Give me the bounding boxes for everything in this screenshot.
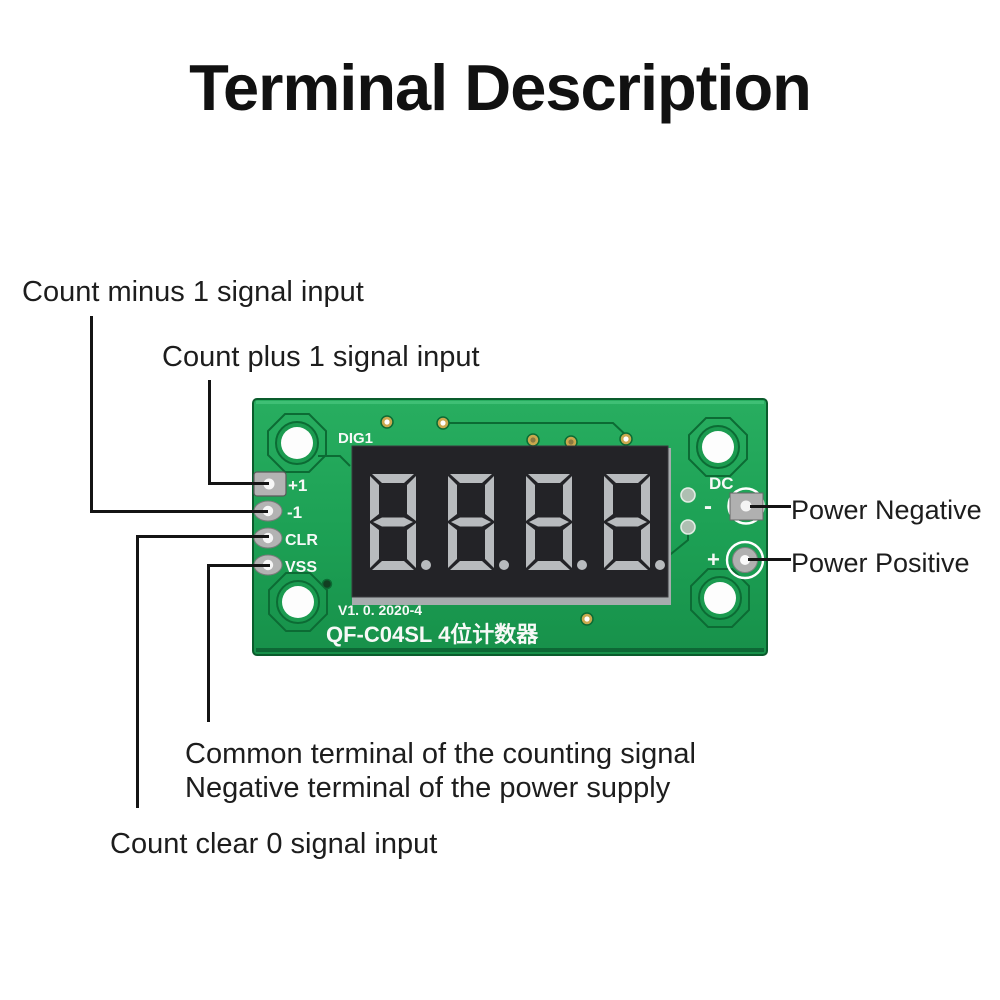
leader-line-clr-vertical (136, 535, 139, 808)
label-common-terminal-line1: Common terminal of the counting signal (185, 738, 696, 770)
silkscreen-minus1: -1 (287, 503, 302, 522)
page-title: Terminal Description (189, 51, 812, 124)
label-common-terminal-line2: Negative terminal of the power supply (185, 772, 671, 804)
seven-segment-display-module (351, 445, 671, 605)
silkscreen-plus1: +1 (288, 476, 307, 495)
seven-segment-digits (370, 474, 665, 570)
leader-line-count-minus-horizontal (90, 510, 268, 513)
solder-pad (680, 487, 696, 503)
gold-via (526, 433, 540, 447)
leader-line-clr-horizontal (136, 535, 269, 538)
leader-line-count-plus-vertical (208, 380, 211, 485)
pcb-bottom-edge (256, 648, 764, 652)
pcb-top-bevel (256, 401, 764, 404)
silkscreen-clr: CLR (285, 532, 318, 549)
gold-via (436, 416, 450, 430)
leader-line-vss-horizontal (207, 564, 270, 567)
silkscreen-labels: DIG1 +1 -1 CLR VSS DC - + V1. 0. 2020-4 … (285, 430, 734, 647)
vias (321, 415, 696, 626)
pcb-counter-module: DIG1 +1 -1 CLR VSS DC - + V1. 0. 2020-4 … (252, 398, 768, 656)
silkscreen-vss: VSS (285, 559, 317, 576)
terminal-pad-clr (253, 527, 283, 549)
silkscreen-positive-mark: + (707, 547, 720, 572)
digit-2 (448, 474, 509, 570)
label-power-positive: Power Positive (791, 548, 970, 578)
pcb-board-graphic: DIG1 +1 -1 CLR VSS DC - + V1. 0. 2020-4 … (252, 398, 768, 656)
decimal-point (499, 560, 509, 570)
leader-line-power-negative (750, 505, 791, 508)
decimal-point (577, 560, 587, 570)
digit-4 (604, 474, 665, 570)
leader-line-count-plus-horizontal (208, 482, 269, 485)
mounting-hole-bottom-left (276, 580, 320, 624)
mounting-hole-bottom-right (698, 576, 742, 620)
digit-3 (526, 474, 587, 570)
left-terminal-pads (253, 471, 287, 576)
mounting-holes (275, 421, 742, 624)
silkscreen-dc: DC (709, 474, 734, 493)
label-count-minus: Count minus 1 signal input (22, 276, 364, 308)
silkscreen-model: QF-C04SL 4位计数器 (326, 622, 539, 647)
digit-1 (370, 474, 431, 570)
dark-via (321, 578, 333, 590)
label-count-plus: Count plus 1 signal input (162, 341, 480, 373)
mounting-hole-top-left (275, 421, 319, 465)
decimal-point (655, 560, 665, 570)
decimal-point (421, 560, 431, 570)
silkscreen-version: V1. 0. 2020-4 (338, 602, 422, 618)
terminal-pad-plus1 (253, 471, 287, 497)
label-count-clear: Count clear 0 signal input (110, 828, 438, 860)
silkscreen-dig1: DIG1 (338, 430, 373, 447)
mounting-hole-top-right (696, 425, 740, 469)
label-power-negative: Power Negative (791, 495, 982, 525)
leader-line-count-minus-vertical (90, 316, 93, 513)
gold-via (580, 612, 594, 626)
silkscreen-negative-mark: - (704, 493, 712, 520)
gold-via (380, 415, 394, 429)
solder-pad (680, 519, 696, 535)
leader-line-vss-vertical (207, 564, 210, 722)
gold-via (619, 432, 633, 446)
gold-via (564, 435, 578, 449)
leader-line-power-positive (748, 558, 791, 561)
